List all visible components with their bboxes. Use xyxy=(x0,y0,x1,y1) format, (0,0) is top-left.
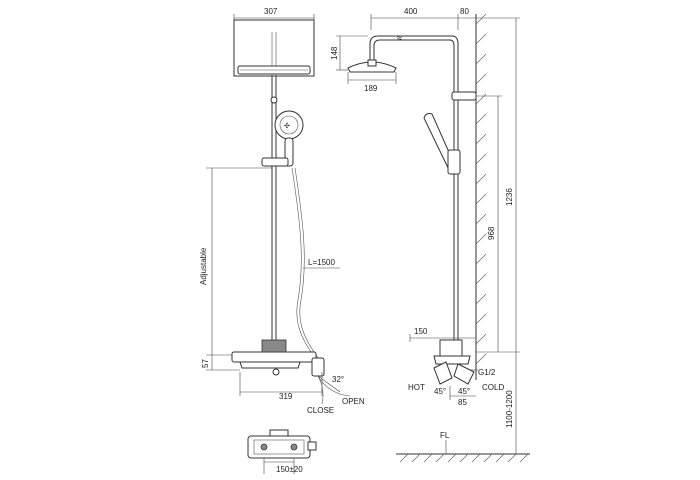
cold-label: COLD xyxy=(482,383,504,392)
dim-valve-depth-label: 150 xyxy=(414,327,428,336)
hose-length-label: L=1500 xyxy=(308,258,335,267)
side-valve-icon xyxy=(433,339,475,385)
dim-adjustable: Adjustable xyxy=(199,167,272,356)
shower-head-icon xyxy=(237,65,311,75)
dim-rail-height-label: 968 xyxy=(487,226,496,240)
dim-total-height-label: 1236 xyxy=(505,188,514,206)
inlet-thread-label: G1/2 xyxy=(478,368,496,377)
dim-wall-offset-label: 80 xyxy=(460,7,469,16)
hand-shower-icon: ✣ xyxy=(274,110,304,167)
front-view: 307 ✣ L=1500 xyxy=(199,7,365,474)
dim-total-height: 1236 xyxy=(476,17,520,353)
side-view: 400 80 ≈ 148 xyxy=(330,7,530,463)
side-shower-head-icon xyxy=(347,59,397,73)
hose xyxy=(291,167,319,363)
open-close-arc: 32° CLOSE OPEN xyxy=(307,375,365,415)
close-label: CLOSE xyxy=(307,406,334,415)
dim-head-diameter: 189 xyxy=(347,72,397,93)
wall xyxy=(475,13,487,380)
head-frame xyxy=(233,19,315,77)
dim-arm-length: 400 xyxy=(370,7,459,30)
dim-arm-length-label: 400 xyxy=(404,7,418,16)
floor-to-valve-label: 1100-1200 xyxy=(505,390,514,428)
dim-rail-height: 968 xyxy=(476,95,502,353)
svg-text:≈: ≈ xyxy=(397,33,402,43)
inlet-spacing-label: 150±20 xyxy=(276,465,303,474)
angle-cold-label: 45° xyxy=(458,387,470,396)
svg-text:✣: ✣ xyxy=(284,122,290,130)
dim-mixer-width: 319 xyxy=(239,372,323,401)
open-label: OPEN xyxy=(342,397,365,406)
open-angle-label: 32° xyxy=(332,375,344,384)
dim-spout-depth-label: 85 xyxy=(458,398,467,407)
slider-holder xyxy=(261,157,289,167)
arm-pipe xyxy=(369,35,459,62)
valve-icon xyxy=(231,339,325,377)
angle-hot-label: 45° xyxy=(434,387,446,396)
dim-head-diameter-label: 189 xyxy=(364,84,378,93)
dim-wall-offset: 80 xyxy=(458,7,477,30)
mixer-bottom-view: 150±20 xyxy=(247,429,317,474)
side-hand-shower-icon xyxy=(423,113,461,175)
floor-label: FL xyxy=(440,431,450,440)
floor: FL xyxy=(396,431,530,463)
adjustable-label: Adjustable xyxy=(199,247,208,285)
dim-head-height-label: 148 xyxy=(330,46,339,60)
hot-label: HOT xyxy=(408,383,425,392)
dim-valve-depth: 150 xyxy=(409,327,476,342)
dim-mixer-height: 57 xyxy=(201,355,240,371)
dim-mixer-height-label: 57 xyxy=(201,359,210,368)
dim-mixer-width-label: 319 xyxy=(279,392,293,401)
dim-head-height: 148 xyxy=(330,35,368,71)
dim-head-width-label: 307 xyxy=(264,7,278,16)
dim-spout-depth: 85 xyxy=(449,386,476,407)
dim-floor-to-valve: 1100-1200 xyxy=(505,352,517,454)
